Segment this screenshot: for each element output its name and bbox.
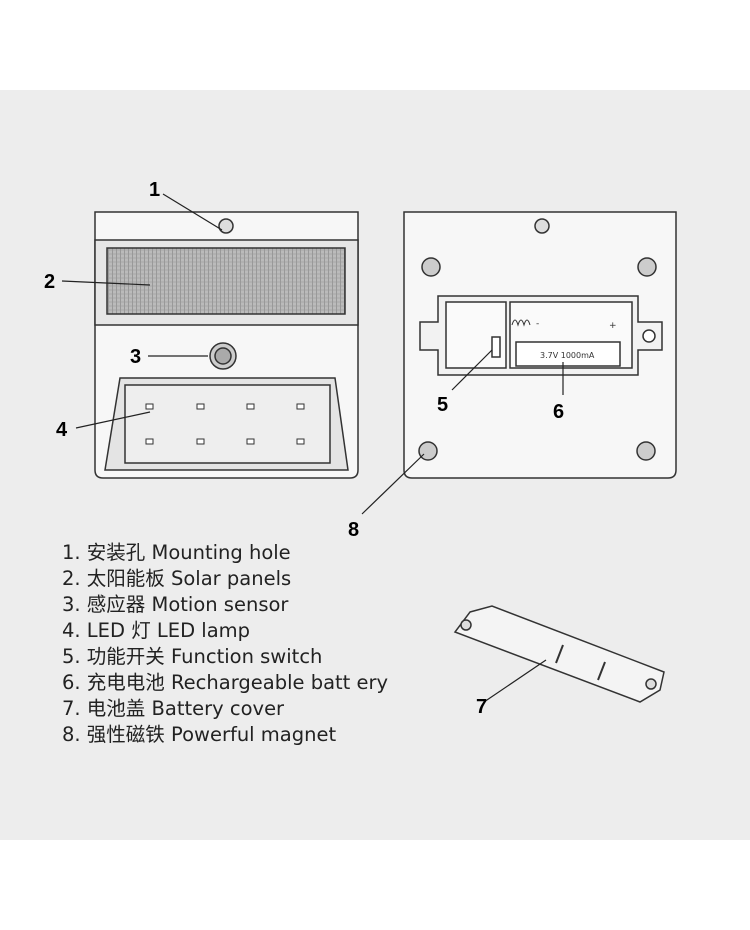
battery-cover <box>453 605 665 703</box>
legend-item: 4. LED 灯 LED lamp <box>62 619 251 642</box>
callout-5: 5 <box>437 394 448 416</box>
front-view <box>94 211 359 479</box>
legend-item: 1. 安装孔 Mounting hole <box>62 541 291 564</box>
battery-label: 3.7V 1000mA <box>540 351 595 360</box>
function-switch <box>491 336 501 358</box>
callout-4: 4 <box>56 419 68 441</box>
legend: 1. 安装孔 Mounting hole 2. 太阳能板 Solar panel… <box>62 540 388 748</box>
legend-item: 2. 太阳能板 Solar panels <box>62 567 292 590</box>
back-view <box>403 211 677 479</box>
callout-2: 2 <box>44 271 55 293</box>
callout-7: 7 <box>476 696 487 718</box>
callout-1: 1 <box>149 179 160 201</box>
legend-item: 8. 强性磁铁 Powerful magnet <box>62 723 337 746</box>
callout-8: 8 <box>348 519 359 541</box>
battery-minus: - <box>536 319 539 329</box>
legend-item: 7. 电池盖 Battery cover <box>62 697 285 720</box>
battery-plus: + <box>609 321 617 331</box>
legend-item: 6. 充电电池 Rechargeable batt ery <box>62 671 389 694</box>
callout-3: 3 <box>130 346 141 368</box>
callout-6: 6 <box>553 401 564 423</box>
legend-item: 5. 功能开关 Function switch <box>62 645 323 668</box>
legend-item: 3. 感应器 Motion sensor <box>62 593 289 616</box>
solar-panel <box>106 247 346 315</box>
mounting-hole <box>218 218 234 234</box>
leader-lines <box>61 193 564 703</box>
magnets <box>418 257 657 461</box>
battery <box>515 341 621 367</box>
led-panel <box>124 384 331 464</box>
